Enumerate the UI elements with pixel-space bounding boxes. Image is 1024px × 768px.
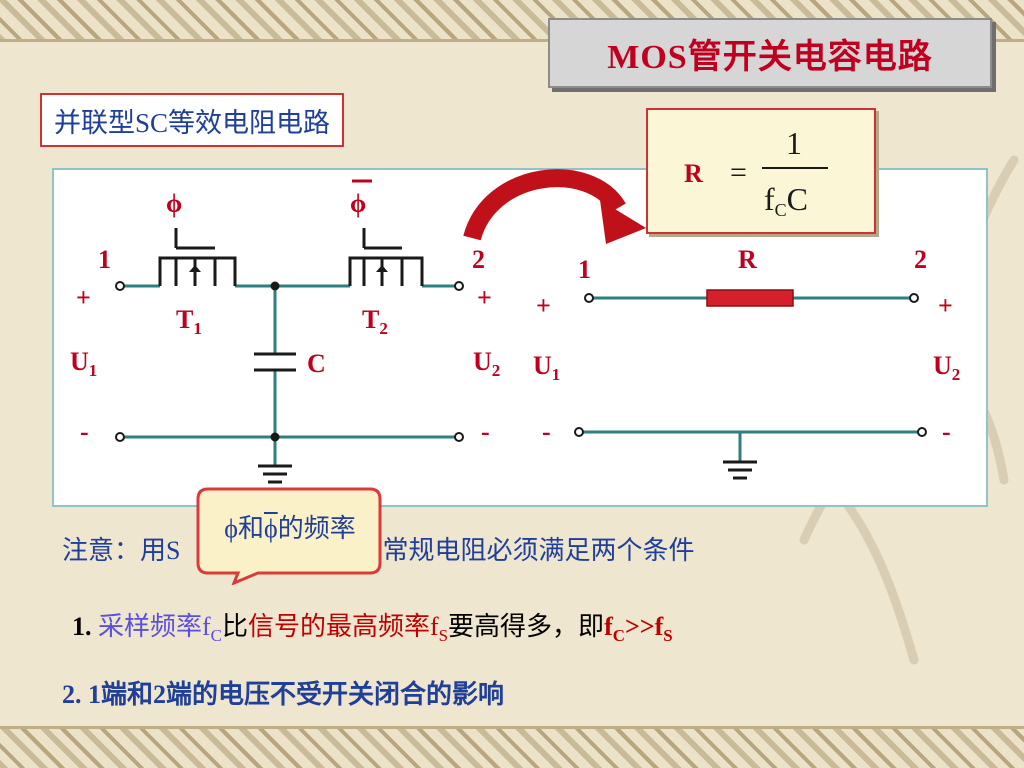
formula-numerator: 1 xyxy=(786,125,802,161)
phi-label: ϕ xyxy=(166,189,182,218)
resistance-formula: R = 1 fCC xyxy=(684,125,828,220)
slide-title: MOS管开关电容电路 xyxy=(607,38,933,76)
resistor-r xyxy=(706,289,794,307)
node-bottom-junction xyxy=(270,432,280,442)
eq-u1-label: U1 xyxy=(533,351,560,384)
node-top-junction xyxy=(270,281,280,291)
formula-eq: = xyxy=(730,156,747,189)
terminal-1-bottom xyxy=(115,432,125,442)
eq-node-1-label: 1 xyxy=(578,255,591,284)
terminal-2-top xyxy=(454,281,464,291)
u1-label: U1 xyxy=(70,347,97,380)
eq-minus-2: - xyxy=(942,417,951,446)
eq-minus-1: - xyxy=(542,417,551,446)
r-label: R xyxy=(738,245,757,274)
formula-denominator: fCC xyxy=(764,181,808,220)
slide-title-box: MOS管开关电容电路 xyxy=(548,18,992,88)
phi-overbar-char: ϕ xyxy=(264,514,278,543)
condition-2: 2. 1端和2端的电压不受开关闭合的影响 xyxy=(62,680,505,709)
node-1-label: 1 xyxy=(98,245,111,274)
formula-lhs: R xyxy=(684,159,703,188)
phi-bar-label: ϕ xyxy=(350,189,366,218)
t2-arrow xyxy=(376,265,388,272)
terminal-1-top xyxy=(115,281,125,291)
plus-2: + xyxy=(477,283,492,312)
eq-plus-2: + xyxy=(938,291,953,320)
condition-1: 1. 采样频率fC比信号的最高频率fS要高得多，即fC>>fS xyxy=(72,612,673,646)
eq-terminal-1-bottom xyxy=(574,427,584,437)
bottom-decorative-band xyxy=(0,726,1024,768)
t1-arrow xyxy=(189,265,201,272)
terminal-2-bottom xyxy=(454,432,464,442)
u2-label: U2 xyxy=(473,347,500,380)
resistance-formula-box: R = 1 fCC xyxy=(646,108,876,234)
mosfet-t2 xyxy=(348,228,424,286)
eq-terminal-2-bottom xyxy=(917,427,927,437)
section-subtitle: 并联型SC等效电阻电路 xyxy=(40,93,345,147)
transform-arrow xyxy=(463,169,626,241)
t1-label: T1 xyxy=(176,305,202,338)
node-2-label: 2 xyxy=(472,245,485,274)
eq-terminal-2-top xyxy=(909,293,919,303)
callout-text: ϕ和ϕ的频率 xyxy=(224,514,356,543)
mosfet-t1 xyxy=(158,228,237,286)
transform-arrowhead xyxy=(600,200,646,244)
eq-plus-1: + xyxy=(536,291,551,320)
plus-1: + xyxy=(76,283,91,312)
eq-node-2-label: 2 xyxy=(914,245,927,274)
capacitor-label: C xyxy=(307,349,326,378)
eq-terminal-1-top xyxy=(584,293,594,303)
minus-1: - xyxy=(80,417,89,446)
minus-2: - xyxy=(481,417,490,446)
eq-u2-label: U2 xyxy=(933,351,960,384)
t2-label: T2 xyxy=(362,305,388,338)
callout-bubble xyxy=(196,487,382,585)
